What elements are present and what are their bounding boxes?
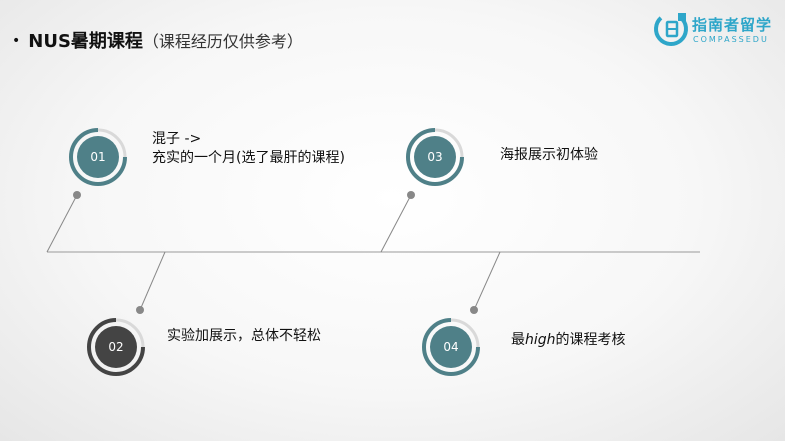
connector-dot-01 [73,191,81,199]
step-number-02: 02 [108,340,123,354]
logo-text-cn: 指南者留学 [692,16,773,34]
step-node-02: 02 [87,318,145,376]
step-text-01: 混子 -> 充实的一个月(选了最肝的课程) [152,130,345,168]
step-node-04: 04 [422,318,480,376]
step-text-03: 海报展示初体验 [500,146,598,165]
title-note: （课程经历仅供参考） [142,32,303,51]
step-number-03: 03 [427,150,442,164]
step-number-01: 01 [90,150,105,164]
step-03-line-1: 海报展示初体验 [500,147,598,163]
title-main: NUS暑期课程 [28,31,143,52]
connector-03 [380,194,412,253]
compass-logo-icon [654,12,688,46]
step-04-text-highlight: high [525,332,556,348]
step-01-line-1: 混子 -> [152,131,202,147]
connector-dot-03 [407,191,415,199]
step-number-04: 04 [443,340,458,354]
step-node-03: 03 [406,128,464,186]
step-text-02: 实验加展示，总体不轻松 [167,327,321,346]
connector-02 [139,251,166,311]
step-text-04: 最high的课程考核 [511,331,626,350]
logo-text-en: COMPASSEDU [693,35,769,44]
slide-title: • NUS暑期课程（课程经历仅供参考） [12,29,303,54]
connector-dot-04 [470,306,478,314]
connector-04 [473,251,501,311]
step-04-text-post: 的课程考核 [555,332,626,348]
title-bullet: • [12,33,21,49]
step-01-line-2: 充实的一个月(选了最肝的课程) [152,150,345,166]
step-node-01: 01 [69,128,127,186]
step-02-line-1: 实验加展示，总体不轻松 [167,328,321,344]
brand-logo: 指南者留学 COMPASSEDU [652,10,777,50]
connector-dot-02 [136,306,144,314]
connector-01 [46,194,78,253]
step-04-text-pre: 最 [511,332,525,348]
